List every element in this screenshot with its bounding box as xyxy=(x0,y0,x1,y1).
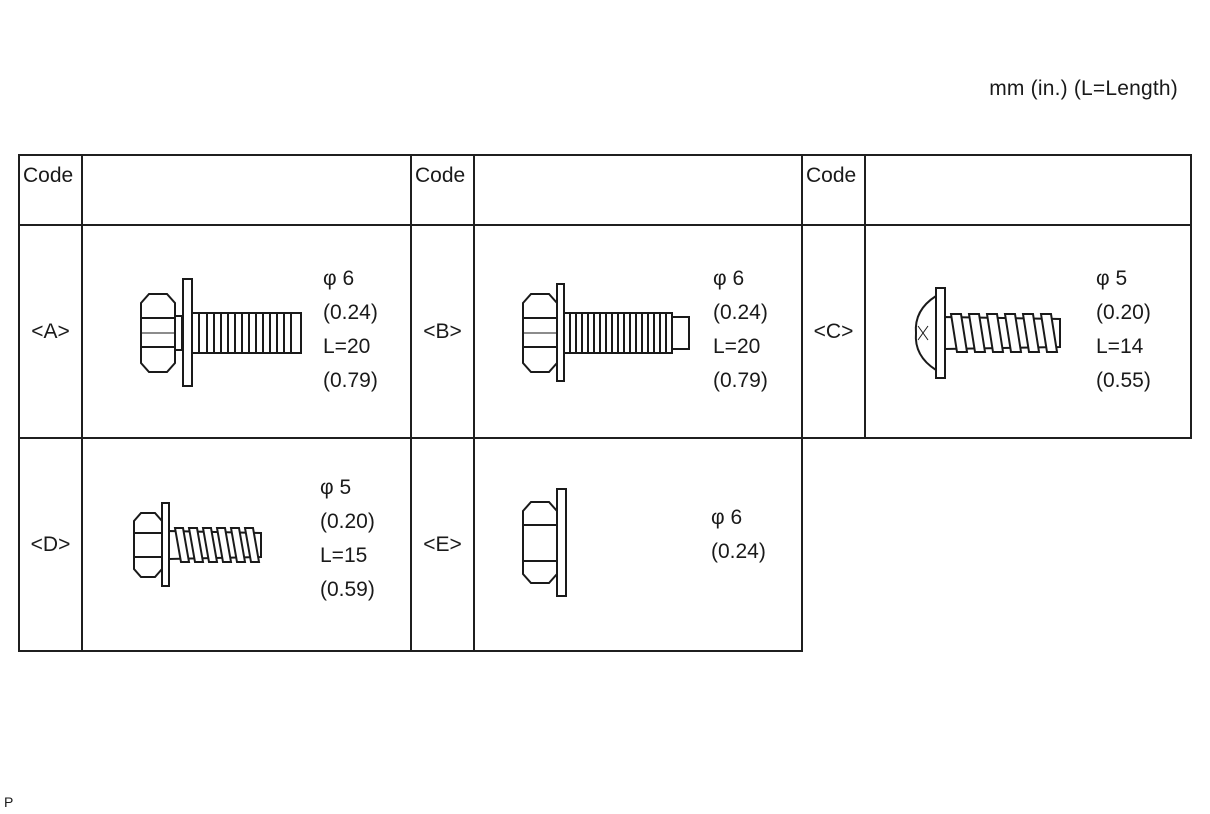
code-cell-b: <B> xyxy=(410,224,475,439)
unit-note: mm (in.) (L=Length) xyxy=(989,77,1178,100)
length-in: (0.55) xyxy=(1096,369,1151,392)
diameter-mm: φ 5 xyxy=(1096,267,1128,290)
code-header: Code xyxy=(801,154,866,226)
diameter-mm: φ 6 xyxy=(713,267,745,290)
hex-flange-bolt-with-pilot-icon xyxy=(522,283,690,382)
spec-b: φ 6 (0.24) L=20 (0.79) xyxy=(713,262,768,398)
spec-a: φ 6 (0.24) L=20 (0.79) xyxy=(323,262,378,398)
image-header xyxy=(473,154,803,226)
spec-c: φ 5 (0.20) L=14 (0.55) xyxy=(1096,262,1151,398)
image-header xyxy=(81,154,412,226)
length-mm: L=15 xyxy=(320,544,368,567)
code-cell-e: <E> xyxy=(410,437,475,652)
fastener-cell-d: φ 5 (0.20) L=15 (0.59) xyxy=(81,437,412,652)
spec-e: φ 6 (0.24) xyxy=(711,501,766,569)
diameter-in: (0.24) xyxy=(711,540,766,563)
code-header: Code xyxy=(18,154,83,226)
table-row: <A> φ 6 (0.24) L=20 (0.79) xyxy=(18,224,1192,439)
diameter-in: (0.20) xyxy=(1096,301,1151,324)
empty-cell xyxy=(802,438,865,651)
code-header: Code xyxy=(410,154,475,226)
diameter-in: (0.20) xyxy=(320,510,375,533)
fastener-cell-a: φ 6 (0.24) L=20 (0.79) xyxy=(81,224,412,439)
table-row: <D> φ 5 (0.20) xyxy=(18,437,1191,652)
flange-nut-icon xyxy=(522,488,567,597)
diameter-mm: φ 6 xyxy=(711,506,743,529)
fastener-cell-c: φ 5 (0.20) L=14 (0.55) xyxy=(864,224,1192,439)
fastener-table: Code Code Code <A> φ 6 xyxy=(18,154,1192,652)
hex-flange-bolt-with-washer-icon xyxy=(140,278,302,387)
diameter-in: (0.24) xyxy=(713,301,768,324)
fastener-cell-b: φ 6 (0.24) L=20 (0.79) xyxy=(473,224,803,439)
diameter-mm: φ 6 xyxy=(323,267,355,290)
hex-washer-tapping-screw-icon xyxy=(133,502,262,587)
image-header xyxy=(864,154,1192,226)
length-mm: L=14 xyxy=(1096,335,1144,358)
pan-head-tapping-screw-icon xyxy=(914,287,1061,379)
spec-d: φ 5 (0.20) L=15 (0.59) xyxy=(320,471,375,607)
empty-cell xyxy=(865,438,1191,651)
diameter-in: (0.24) xyxy=(323,301,378,324)
code-cell-c: <C> xyxy=(801,224,866,439)
code-cell-d: <D> xyxy=(18,437,83,652)
length-mm: L=20 xyxy=(323,335,371,358)
fastener-cell-e: φ 6 (0.24) xyxy=(473,437,803,652)
code-cell-a: <A> xyxy=(18,224,83,439)
length-mm: L=20 xyxy=(713,335,761,358)
diameter-mm: φ 5 xyxy=(320,476,352,499)
length-in: (0.79) xyxy=(323,369,378,392)
header-row: Code Code Code xyxy=(18,154,1192,226)
length-in: (0.79) xyxy=(713,369,768,392)
length-in: (0.59) xyxy=(320,578,375,601)
page-mark: P xyxy=(4,794,14,810)
